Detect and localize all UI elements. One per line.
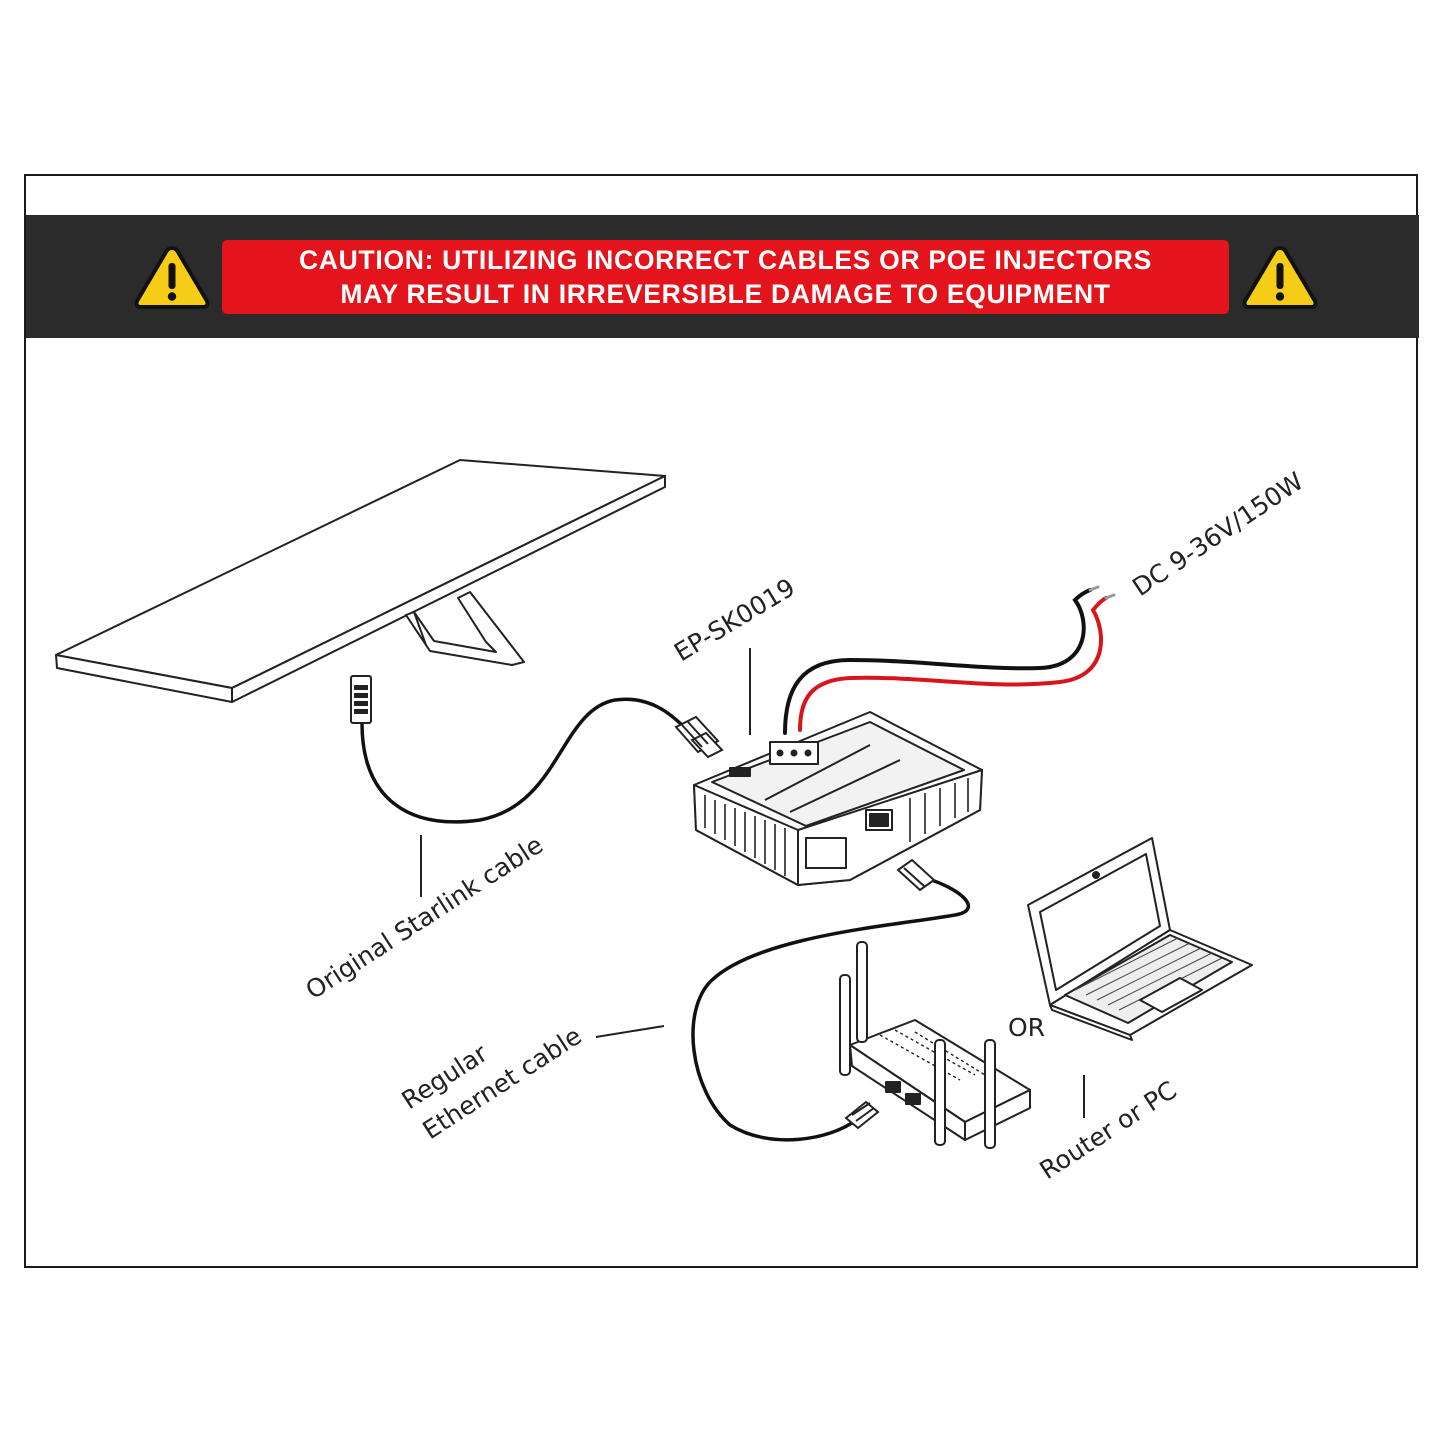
router-pc-label: Router or PC: [1034, 1075, 1181, 1185]
caution-line-2: MAY RESULT IN IRREVERSIBLE DAMAGE TO EQU…: [340, 279, 1111, 309]
warning-triangle-icon: [134, 246, 210, 309]
starlink-dish-icon: [55, 459, 666, 703]
starlink-cable: [350, 675, 724, 824]
diagram-frame: [24, 174, 1418, 1268]
or-label: OR: [1008, 1013, 1045, 1042]
power-spec-label: DC 9-36V/150W: [1127, 466, 1308, 602]
caution-message: CAUTION: UTILIZING INCORRECT CABLES OR P…: [222, 240, 1229, 314]
ethernet-cable: [691, 858, 970, 1142]
warning-triangle-icon: [1242, 246, 1318, 309]
caution-line-1: CAUTION: UTILIZING INCORRECT CABLES OR P…: [298, 245, 1153, 275]
dc-power-cable: [783, 585, 1116, 735]
leader-lines: [420, 648, 1085, 1118]
router-icon: [839, 941, 1031, 1149]
starlink-cable-label: Original Starlink cable: [300, 830, 548, 1005]
poe-injector-icon: [693, 711, 983, 886]
device-model-label: EP-SK0019: [669, 573, 800, 668]
laptop-icon: [1027, 837, 1253, 1041]
